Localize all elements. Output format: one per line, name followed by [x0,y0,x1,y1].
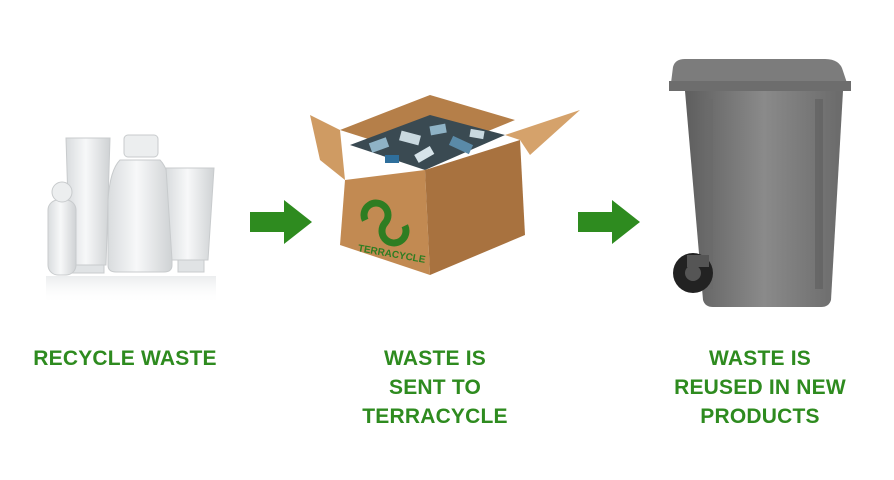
caption-line: PRODUCTS [700,405,820,428]
caption-line: WASTE IS [709,347,811,370]
step-2-caption: WASTE IS SENT TO TERRACYCLE [340,344,530,431]
arrow-right-icon [578,200,640,244]
caption-line: SENT TO [388,376,482,399]
terracycle-box-image: TERRACYCLE [300,85,585,280]
caption-line: REUSED IN NEW [674,376,846,399]
step-1-caption: RECYCLE WASTE [10,344,240,373]
cosmetic-bottles-image [40,130,220,305]
arrow-right-icon [250,200,312,244]
wheelie-bin-image [665,55,855,320]
caption-line: RECYCLE WASTE [33,347,217,370]
caption-line: WASTE IS [384,347,486,370]
caption-line: TERRACYCLE [362,405,508,428]
step-3-caption: WASTE IS REUSED IN NEW PRODUCTS [645,344,875,431]
